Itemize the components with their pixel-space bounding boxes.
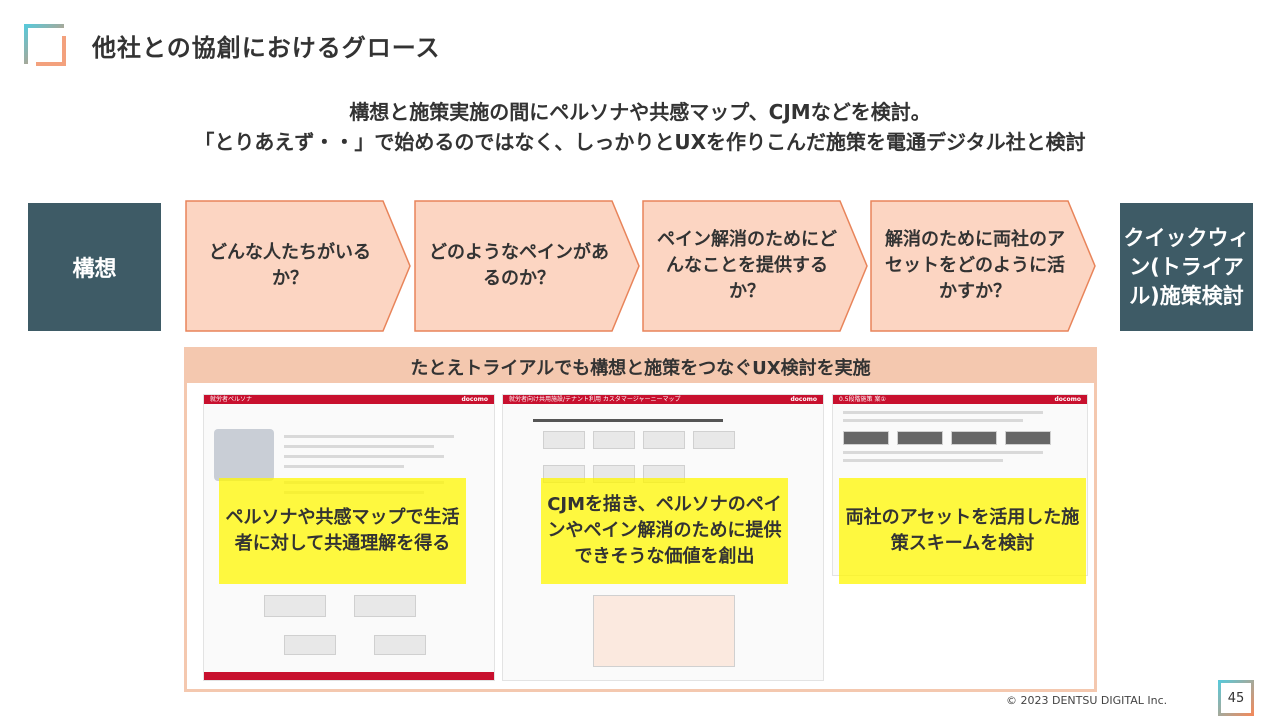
cjm-note: CJMを描き、ペルソナのペインやペイン解消のために提供できそうな価値を創出 [541,478,788,584]
page-number-box: 45 [1218,680,1254,716]
subtitle-line-2: 「とりあえず・・」で始めるのではなく、しっかりとUXを作りこんだ施策を電通デジタ… [194,130,1086,154]
page-number-frame-icon [1218,680,1254,716]
docomo-logo: docomo [461,396,488,403]
logo-mark-icon [24,24,66,66]
flow-step-2-label: どのようなペインがあるのか？ [429,242,609,289]
flow-step-1: どんな人たちがいるか？ [185,200,413,332]
chevron-arrow-shape [870,200,1096,332]
flow-step-4-label: 解消のために両社のアセットをどのように活かすか？ [885,229,1065,302]
thumb-title: 就労者向け共用施設/テナント利用 カスタマージャーニーマップ [509,396,681,403]
persona-note: ペルソナや共感マップで生活者に対して共通理解を得る [219,478,466,584]
flow-step-3-label: ペイン解消のためにどんなことを提供するか？ [657,229,837,302]
chevron-arrow-shape [414,200,640,332]
thumb-header-bar [204,395,494,404]
flow-step-1-label: どんな人たちがいるか？ [209,242,371,289]
persona-photo [214,429,274,481]
flow-step-4: 解消のために両社のアセットをどのように活かすか？ [870,200,1098,332]
page-number: 45 [1227,690,1245,706]
docomo-logo: docomo [790,396,817,403]
flow-start-box: 構想 [28,203,161,331]
band-header: たとえトライアルでも構想と施策をつなぐUX検討を実施 [187,350,1094,383]
flow-step-3: ペイン解消のためにどんなことを提供するか？ [642,200,870,332]
page-title: 他社との協創におけるグロース [92,34,441,62]
docomo-logo: docomo [1054,396,1081,403]
thumb-title: 就労者ペルソナ [210,396,253,403]
thumb-title: 0.5段階施策 案① [839,396,886,403]
subtitle-line-1: 構想と施策実施の間にペルソナや共感マップ、CJMなどを検討。 [349,100,931,124]
chevron-arrow-shape [185,200,411,332]
flow-end-box: クイックウィン(トライアル)施策検討 [1120,203,1253,331]
thumb-header-bar [503,395,823,404]
ux-band: たとえトライアルでも構想と施策をつなぐUX検討を実施 就労者ペルソナ docom… [184,347,1097,692]
scheme-note: 両社のアセットを活用した施策スキームを検討 [839,478,1086,584]
copyright: © 2023 DENTSU DIGITAL Inc. [1006,694,1168,707]
chevron-arrow-shape [642,200,868,332]
flow-step-2: どのようなペインがあるのか？ [414,200,642,332]
thumb-header-bar [833,395,1087,404]
